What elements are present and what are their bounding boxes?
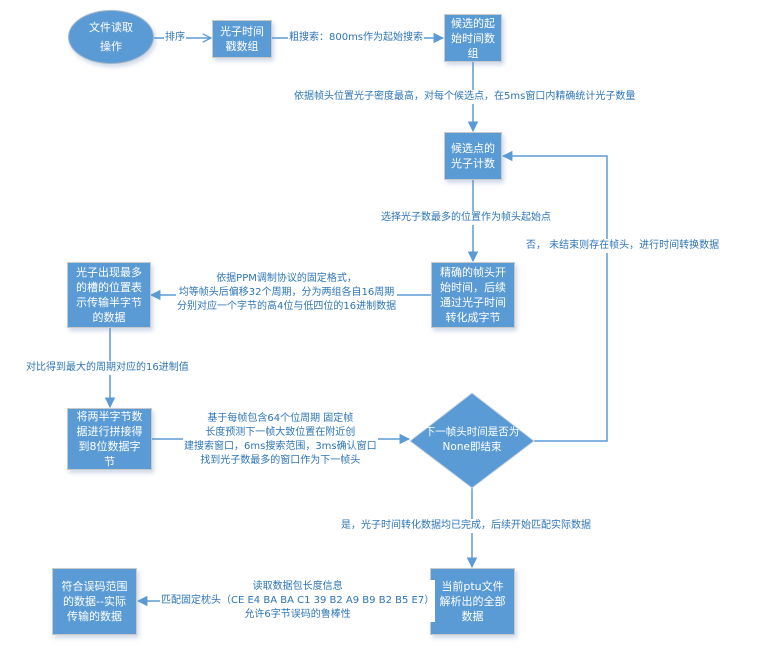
timestamps-node: 光子时间戳数组 <box>212 20 272 58</box>
byte-concat-node: 将两半字节数据进行拼接得到8位数据字节 <box>67 408 152 470</box>
candidate-count-node: 候选点的光子计数 <box>444 132 502 180</box>
edge-label-compare-max: 对比得到最大的周期对应的16进制值 <box>25 361 190 375</box>
edge-label-predict-next: 基于每帧包含64个位周期 固定帧 长度预测下一帧大致位置在附近创 建搜索窗口，6… <box>183 412 378 468</box>
candidates-node: 候选的起始时间数组 <box>444 14 502 62</box>
candidates-node-label: 候选的起始时间数组 <box>451 16 495 60</box>
half-byte-node: 光子出现最多的槽的位置表示传输半字节的数据 <box>67 262 151 328</box>
all-data-node-label: 当前ptu文件解析出的全部数据 <box>439 580 506 623</box>
edge-decision-no-loop <box>501 150 608 442</box>
decision-node-label: 下一帧头时间是否为 None即结束 <box>424 426 520 453</box>
result-node: 符合误码范围的数据--实际传输的数据 <box>52 568 137 635</box>
edge-label-coarse-search: 粗搜索：800ms作为起始搜索 <box>288 31 425 45</box>
edge-label-sort: 排序 <box>164 31 186 45</box>
all-data-node: 当前ptu文件解析出的全部数据 <box>430 568 515 635</box>
edge-label-ppm: 依据PPM调制协议的固定格式， 均等帧头后偏移32个周期，分为两组各自16周期 … <box>176 272 398 314</box>
edge-label-no-branch: 否， 未结束则存在帧头，进行时间转换数据 <box>525 239 721 253</box>
half-byte-node-label: 光子出现最多的槽的位置表示传输半字节的数据 <box>76 266 142 324</box>
timestamps-node-label: 光子时间戳数组 <box>220 25 264 53</box>
edge-label-select-max: 选择光子数最多的位置作为帧头起始点 <box>380 211 552 225</box>
start-node-label: 文件读取操作 <box>89 21 133 53</box>
decision-diamond <box>409 392 535 489</box>
edge-label-density: 依据帧头位置光子密度最高，对每个候选点，在5ms窗口内精确统计光子数量 <box>293 90 637 104</box>
candidate-count-node-label: 候选点的光子计数 <box>451 142 495 170</box>
byte-concat-node-label: 将两半字节数据进行拼接得到8位数据字节 <box>76 410 143 468</box>
precise-frame-node: 精确的帧头开始时间，后续通过光子时间转化成字节 <box>431 262 515 328</box>
start-node: 文件读取操作 <box>68 10 154 64</box>
edge-label-match-header: 读取数据包长度信息 匹配固定枕头（CE E4 BA BA C1 39 B2 A9… <box>160 580 436 622</box>
result-node-label: 符合误码范围的数据--实际传输的数据 <box>61 580 128 623</box>
edge-label-yes-branch: 是，光子时间转化数据均已完成，后续开始匹配实际数据 <box>340 519 592 533</box>
precise-frame-node-label: 精确的帧头开始时间，后续通过光子时间转化成字节 <box>440 266 506 324</box>
